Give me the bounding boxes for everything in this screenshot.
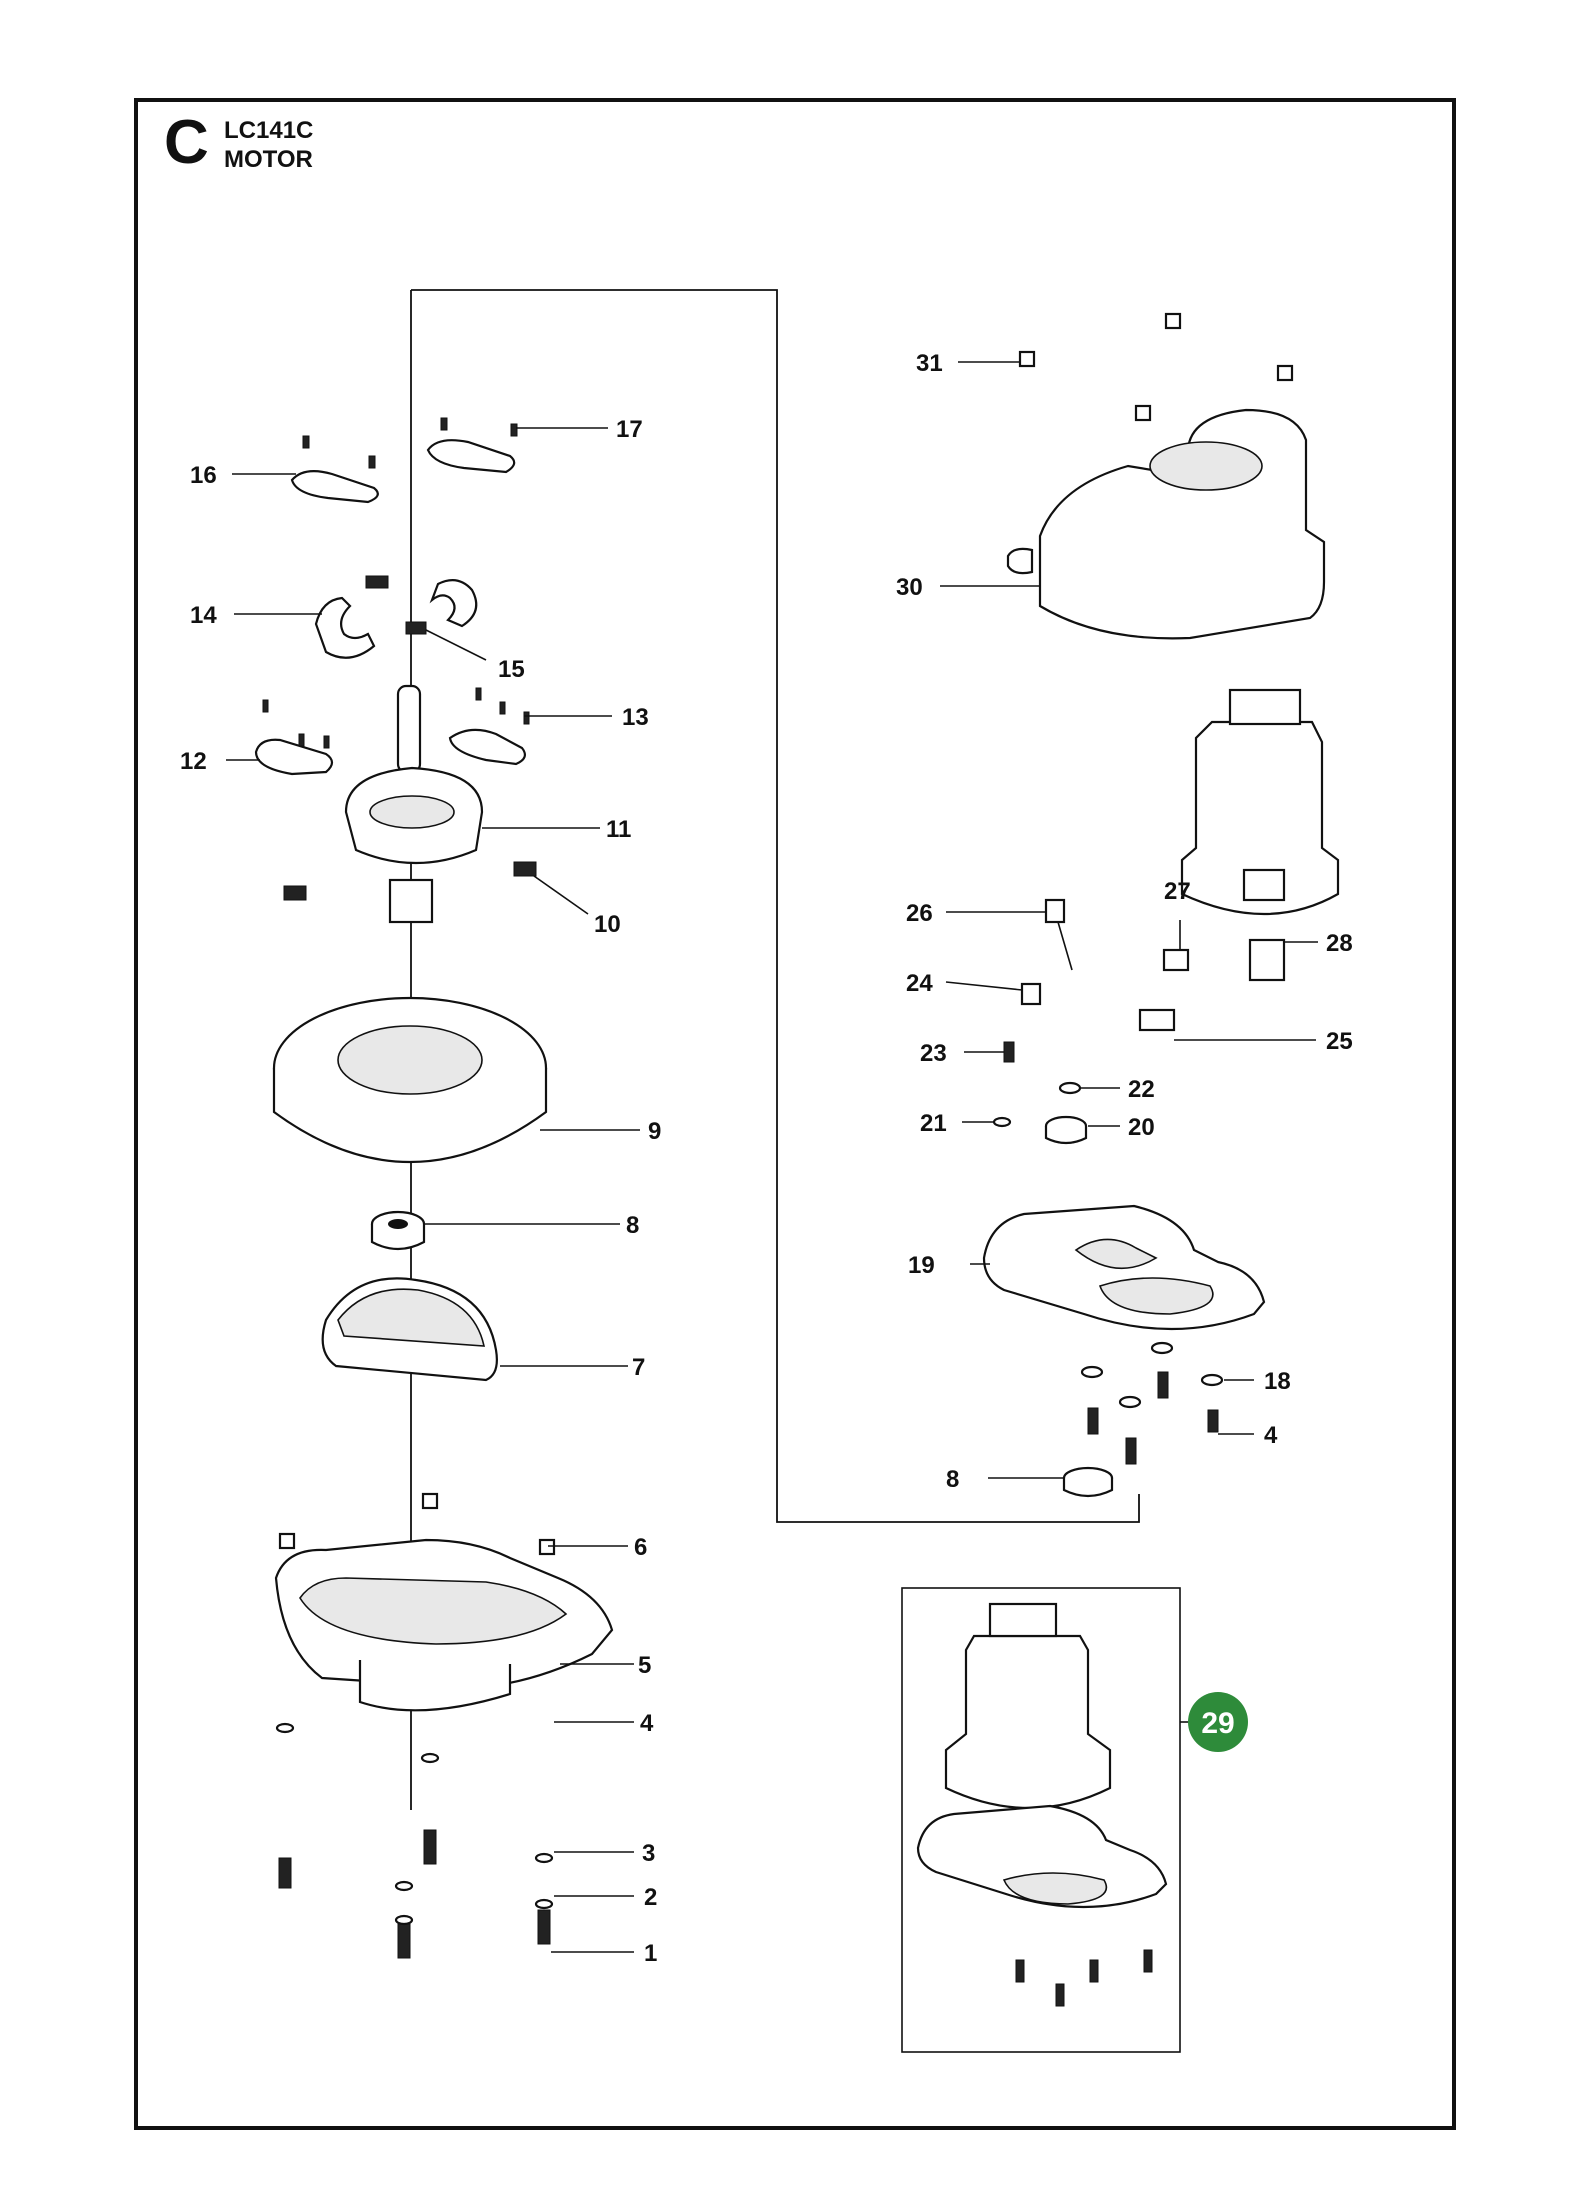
callout-27: 27 <box>1164 878 1191 905</box>
callout-10: 10 <box>594 911 621 938</box>
callout-28: 28 <box>1326 930 1353 957</box>
housing-fasteners <box>275 1722 554 1959</box>
callout-2: 2 <box>644 1884 657 1911</box>
part-30-motor-cover <box>1006 408 1326 640</box>
callout-8-right: 8 <box>946 1466 959 1493</box>
part-16-brush-plate <box>290 435 379 504</box>
part-17-brush-plate <box>426 417 518 474</box>
callout-12: 12 <box>180 748 207 775</box>
part-5-gear-housing <box>274 1492 614 1712</box>
callout-1: 1 <box>644 1940 657 1967</box>
page-frame <box>134 98 1456 2130</box>
right-housing-fasteners <box>1062 1341 1224 1498</box>
title-block: LC141C MOTOR <box>224 116 313 174</box>
assembly-29-badge: 29 <box>1180 1692 1248 1752</box>
callout-30: 30 <box>896 574 923 601</box>
callout-11: 11 <box>606 816 631 843</box>
parts-20-23-washers-screw <box>992 1041 1088 1145</box>
callout-18: 18 <box>1264 1368 1291 1395</box>
model-name: LC141C <box>224 117 314 144</box>
callout-4-right: 4 <box>1264 1422 1278 1449</box>
callout-16: 16 <box>190 462 217 489</box>
assembly-29-box <box>901 1587 1181 2053</box>
part-7-belt <box>321 1277 498 1382</box>
callout-21: 21 <box>920 1110 947 1137</box>
section-title: MOTOR <box>224 146 313 173</box>
callout-25: 25 <box>1326 1028 1353 1055</box>
group-bracket-lines <box>411 289 1140 1523</box>
callout-9: 9 <box>648 1118 661 1145</box>
leader-lines <box>226 361 1318 1953</box>
part-11-brush-ring <box>283 684 537 924</box>
part-12-brush-plate <box>254 687 530 776</box>
part-19-gear-housing <box>982 1204 1266 1331</box>
callout-26: 26 <box>906 900 933 927</box>
callout-14: 14 <box>190 602 217 629</box>
callout-6: 6 <box>634 1534 647 1561</box>
part-14-brush-holder <box>314 575 478 659</box>
section-letter: C <box>164 108 209 177</box>
part-28-rotor-stator <box>1180 688 1340 982</box>
part-9-pulley <box>272 996 548 1164</box>
parts-24-27-brushes <box>1020 898 1190 1032</box>
callout-4: 4 <box>640 1710 654 1737</box>
callout-labels: 1 2 3 4 5 6 7 8 9 10 11 12 13 14 15 16 1… <box>180 350 1353 1967</box>
callout-13: 13 <box>622 704 649 731</box>
callout-20: 20 <box>1128 1114 1155 1141</box>
callout-22: 22 <box>1128 1076 1155 1103</box>
part-8-bearing <box>370 1210 426 1251</box>
callout-23: 23 <box>920 1040 947 1067</box>
callout-15: 15 <box>498 656 525 683</box>
part-31-nuts <box>1018 312 1294 422</box>
callout-31: 31 <box>916 350 943 377</box>
callout-5: 5 <box>638 1652 651 1679</box>
callout-8: 8 <box>626 1212 639 1239</box>
callout-7: 7 <box>632 1354 645 1381</box>
callout-19: 19 <box>908 1252 935 1279</box>
callout-17: 17 <box>616 416 643 443</box>
badge-29-label: 29 <box>1201 1707 1234 1740</box>
callout-3: 3 <box>642 1840 655 1867</box>
callout-24: 24 <box>906 970 933 997</box>
